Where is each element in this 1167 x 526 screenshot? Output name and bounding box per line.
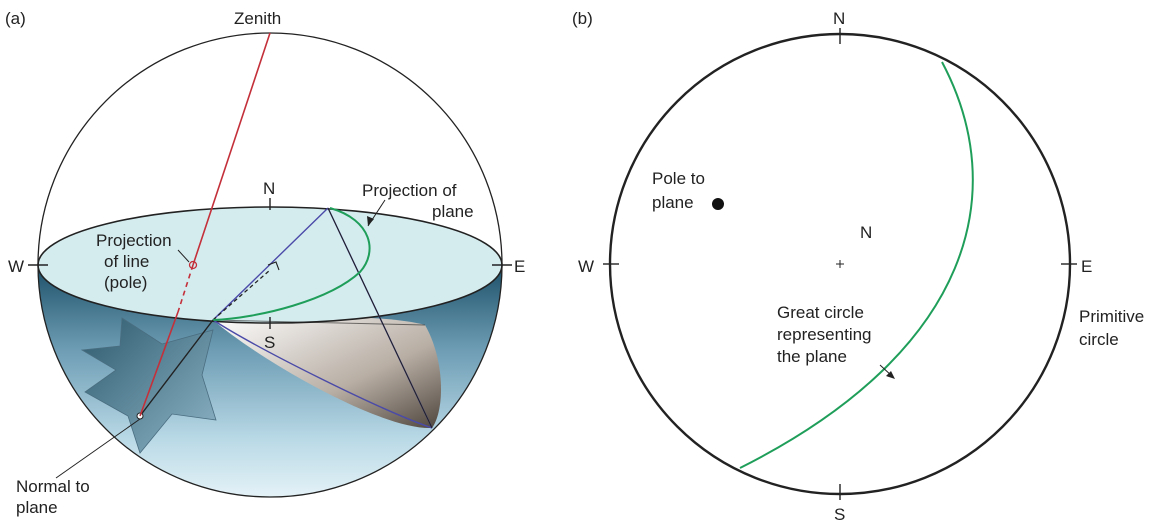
projection-of-line-label: Projection of line (pole)	[96, 231, 176, 292]
west-label-b: W	[578, 257, 594, 276]
great-circle-label: Great circle representing the plane	[777, 303, 876, 366]
pole-to-plane-label: Pole to plane	[652, 169, 710, 212]
arrow-plane-head	[367, 216, 374, 226]
arrow-line-pole	[177, 249, 190, 263]
panel-b: (b) N S W E N Pole to plane Great circle…	[572, 9, 1149, 524]
normal-line	[139, 319, 214, 417]
projection-of-plane-label: Projection of plane	[362, 181, 474, 221]
strike-line	[327, 207, 433, 429]
south-label-a: S	[264, 333, 275, 352]
great-circle-arrow-head	[886, 371, 895, 379]
north-label-b: N	[833, 9, 845, 28]
normal-to-plane-label: Normal to plane	[16, 477, 94, 517]
normal-leader	[55, 418, 141, 479]
great-circle-curve	[739, 61, 974, 469]
pole-to-plane-dot	[712, 198, 724, 210]
east-label-a: E	[514, 257, 525, 276]
east-label-b: E	[1081, 257, 1092, 276]
projection-of-plane-curve	[212, 207, 371, 321]
panel-b-label: (b)	[572, 9, 593, 28]
primitive-circle-label: Primitive circle	[1079, 307, 1149, 349]
dipping-plane-shaded	[213, 316, 442, 429]
panel-a-label: (a)	[5, 9, 26, 28]
zenith-line	[192, 32, 271, 266]
zenith-label: Zenith	[234, 9, 281, 28]
center-n-label: N	[860, 223, 872, 242]
pole-projection-point	[188, 260, 198, 270]
dip-line	[212, 319, 426, 326]
south-label-b: S	[834, 505, 845, 524]
star-shape	[80, 317, 217, 454]
west-label-a: W	[8, 257, 24, 276]
panel-a: (a)	[5, 9, 525, 517]
dip-line-dashed	[212, 269, 271, 321]
zenith-line-below	[139, 311, 179, 417]
north-label-a: N	[263, 179, 275, 198]
right-angle-mark	[267, 261, 280, 271]
